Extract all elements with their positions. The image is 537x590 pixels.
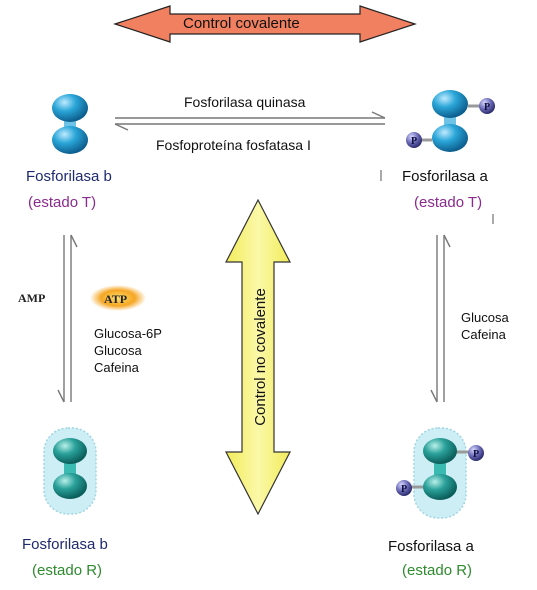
phosphorylase-b-T-state: (estado T)	[28, 194, 97, 211]
right-effector-glucose: Glucosa	[461, 310, 509, 325]
inhibitor-glucose: Glucosa	[94, 343, 142, 358]
phosphorylase-b-R-state: (estado R)	[32, 562, 103, 579]
inhibitor-caffeine: Cafeina	[94, 360, 139, 375]
phosphorylase-b-T-name: Fosforilasa b	[26, 168, 112, 185]
atp-label: ATP	[104, 292, 128, 306]
svg-text:P: P	[484, 102, 490, 113]
inhibitor-glucose-6p: Glucosa-6P	[94, 326, 162, 341]
covalent-control-label: Control covalente	[183, 15, 300, 32]
phosphatase-reaction-arrow	[114, 123, 385, 131]
phosphate-icon	[479, 98, 495, 114]
phosphorylase-a-T-name: Fosforilasa a	[402, 168, 488, 185]
phosphorylase-a-T-state: (estado T)	[414, 194, 483, 211]
left-transition-arrows	[57, 234, 78, 403]
atp-glow	[90, 285, 146, 311]
right-transition-arrows	[430, 234, 451, 403]
phosphorylase-b-T-icon	[52, 94, 88, 154]
non-covalent-control-arrow	[225, 198, 291, 516]
svg-text:P: P	[401, 484, 407, 495]
phosphate-icon	[396, 480, 412, 496]
phosphorylase-a-R-icon: P P	[396, 427, 484, 519]
covalent-control-arrow	[113, 5, 417, 43]
non-covalent-control-label: Control no covalente	[252, 288, 269, 426]
phosphorylase-b-R-name: Fosforilasa b	[22, 536, 108, 553]
amp-label: AMP	[18, 291, 46, 305]
phosphorylase-a-R-state: (estado R)	[402, 562, 473, 579]
kinase-label: Fosforilasa quinasa	[184, 94, 306, 110]
phosphatase-label: Fosfoproteína fosfatasa I	[156, 137, 311, 153]
phosphate-icon	[406, 132, 422, 148]
phosphorylase-b-R-icon	[43, 427, 97, 515]
right-effector-caffeine: Cafeina	[461, 327, 506, 342]
phosphate-icon	[468, 445, 484, 461]
svg-text:P: P	[473, 449, 479, 460]
phosphorylase-a-R-name: Fosforilasa a	[388, 538, 474, 555]
kinase-reaction-arrow	[115, 111, 386, 119]
svg-text:P: P	[411, 136, 417, 147]
phosphorylase-a-T-icon: P P	[406, 90, 495, 152]
